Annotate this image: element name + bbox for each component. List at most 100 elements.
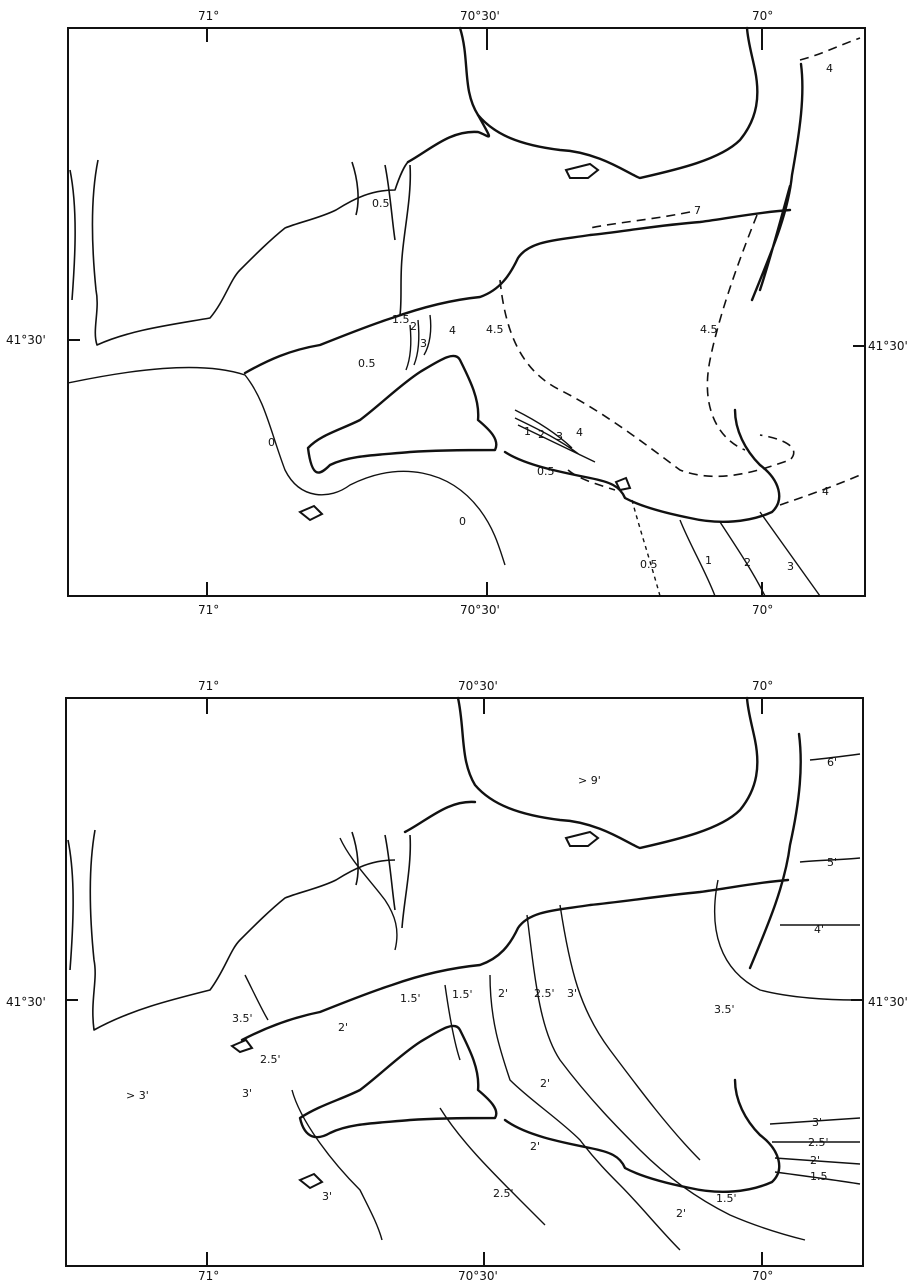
top-cape-north-shore <box>243 208 792 375</box>
top-label-0-s: 0 <box>459 515 466 528</box>
top-west-coast-edge <box>69 169 76 301</box>
top-axis-right-lat: 41°30' <box>868 339 908 353</box>
bottom-inlets <box>351 831 412 929</box>
bottom-label-6: 6' <box>827 756 837 769</box>
bottom-iso-1-5-se <box>774 1171 861 1185</box>
top-label-0-w: 0 <box>268 436 275 449</box>
top-label-3-south: 3 <box>787 560 794 573</box>
top-label-4-5-b: 4.5 <box>700 323 718 336</box>
top-iso-4-5-b <box>706 214 758 451</box>
bottom-iso-2-south <box>489 974 681 1251</box>
top-axis-top-71: 71° <box>198 9 219 23</box>
top-iso-1-5-2-3 <box>405 314 432 371</box>
top-nantucket-sound-coast <box>503 408 781 523</box>
top-cape-cod-bay-coast <box>458 26 759 180</box>
top-label-2-south: 2 <box>744 556 751 569</box>
top-axis-left-lat: 41°30' <box>6 333 46 347</box>
top-label-7: 7 <box>694 204 701 217</box>
bottom-axis-bottom-7030: 70°30' <box>458 1269 498 1283</box>
bottom-label-2-se: 2' <box>810 1154 820 1167</box>
bottom-plymouth-coast <box>403 800 477 834</box>
top-axis-top-7030: 70°30' <box>460 9 500 23</box>
top-island-2 <box>298 504 324 522</box>
top-label-0-5-w: 0.5 <box>358 357 376 370</box>
top-label-4-ne: 4 <box>826 62 833 75</box>
top-axis-bottom-70: 70° <box>752 603 773 617</box>
top-map: 71° 70°30' 70° 71° 70°30' 70° 41°30' 41°… <box>6 9 908 617</box>
top-island-3 <box>614 476 632 492</box>
top-marthas-vineyard-like <box>306 354 498 474</box>
bottom-isolines <box>244 753 861 1251</box>
top-axis-bottom-7030: 70°30' <box>460 603 500 617</box>
top-island-1 <box>564 162 600 179</box>
top-iso-fan-1-2-3-4 <box>514 409 596 463</box>
bottom-label-2-west: 2' <box>338 1021 348 1034</box>
top-label-fan-2: 2 <box>538 428 545 441</box>
top-outer-cape-coast <box>750 62 804 302</box>
top-map-frame <box>67 27 866 597</box>
bottom-iso-3-5-east <box>714 879 856 1001</box>
bottom-label-2-mid: 2' <box>540 1077 550 1090</box>
top-label-fan-4: 4 <box>576 426 583 439</box>
bottom-iso-6 <box>809 753 861 761</box>
bottom-label-1-5-b: 1.5' <box>452 988 473 1001</box>
bottom-outer-cape-coast <box>748 732 802 970</box>
bottom-island-1 <box>564 830 600 847</box>
top-label-2: 2 <box>410 320 417 333</box>
bottom-label-3-5-west: 3.5' <box>232 1012 253 1025</box>
bottom-label-3-west: 3' <box>242 1087 252 1100</box>
top-label-1-south: 1 <box>705 554 712 567</box>
bottom-axis-right-lat: 41°30' <box>868 995 908 1009</box>
bottom-label-1-5-south: 1.5' <box>716 1192 737 1205</box>
top-plymouth-coast <box>406 113 491 164</box>
bottom-map: 71° 70°30' 70° 71° 70°30' 70° 41°30' 41°… <box>6 679 908 1283</box>
bottom-buzzards-bay-north-shore <box>89 829 396 1031</box>
bottom-label-gt-9: > 9' <box>578 774 601 787</box>
bottom-label-3-sw: 3' <box>322 1190 332 1203</box>
top-axis-bottom-71: 71° <box>198 603 219 617</box>
bottom-island-3 <box>230 1038 254 1054</box>
top-buzzards-bay-north-shore <box>91 159 409 346</box>
bottom-label-5: 5' <box>827 856 837 869</box>
bottom-iso-north-nw <box>339 837 398 951</box>
bottom-axis-bottom-70: 70° <box>752 1269 773 1283</box>
top-iso-0-5-south <box>631 499 661 597</box>
bottom-label-2-5-west: 2.5' <box>260 1053 281 1066</box>
top-iso-0 <box>67 366 506 566</box>
bottom-iso-3-sw <box>291 1089 383 1241</box>
bottom-label-1-5-se: 1.5 <box>810 1170 828 1183</box>
bottom-iso-3-5-west <box>244 974 269 1021</box>
bottom-marthas-vineyard-like <box>298 1024 498 1139</box>
bottom-axis-top-71: 71° <box>198 679 219 693</box>
bottom-map-frame <box>65 697 864 1267</box>
bottom-axis-top-70: 70° <box>752 679 773 693</box>
top-contour-labels: 4 0.5 7 4.5 4.5 1.5 2 3 4 0.5 1 2 3 4 0.… <box>268 62 833 573</box>
bottom-iso-2-se <box>774 1157 861 1165</box>
bottom-label-1-5-a: 1.5' <box>400 992 421 1005</box>
top-iso-3-south <box>759 511 821 597</box>
top-axis-top-70: 70° <box>752 9 773 23</box>
bottom-cape-cod-bay-coast <box>456 696 759 850</box>
top-label-4-se: 4 <box>822 485 829 498</box>
top-label-4-5-a: 4.5 <box>486 323 504 336</box>
bottom-iso-2-5-center <box>526 914 806 1241</box>
top-label-0-5-n: 0.5 <box>372 197 390 210</box>
bottom-island-2 <box>298 1172 324 1190</box>
top-iso-4-5-a <box>499 279 795 478</box>
top-iso-1-south <box>679 519 716 597</box>
bottom-label-gt-3: > 3' <box>126 1089 149 1102</box>
bottom-label-2-5-top: 2.5' <box>534 987 555 1000</box>
bottom-axis-left-lat: 41°30' <box>6 995 46 1009</box>
bottom-label-4: 4' <box>814 923 824 936</box>
bottom-axis-bottom-71: 71° <box>198 1269 219 1283</box>
top-iso-0-5-small <box>567 469 616 491</box>
bottom-label-3-top: 3' <box>567 987 577 1000</box>
bottom-label-2-south: 2' <box>676 1207 686 1220</box>
top-iso-7 <box>589 211 691 229</box>
top-inlets <box>351 161 412 316</box>
top-label-0-5-s: 0.5 <box>537 465 555 478</box>
bottom-label-2-5-s: 2.5' <box>493 1187 514 1200</box>
top-coastlines <box>69 26 804 523</box>
bottom-iso-3-se <box>769 1117 861 1125</box>
